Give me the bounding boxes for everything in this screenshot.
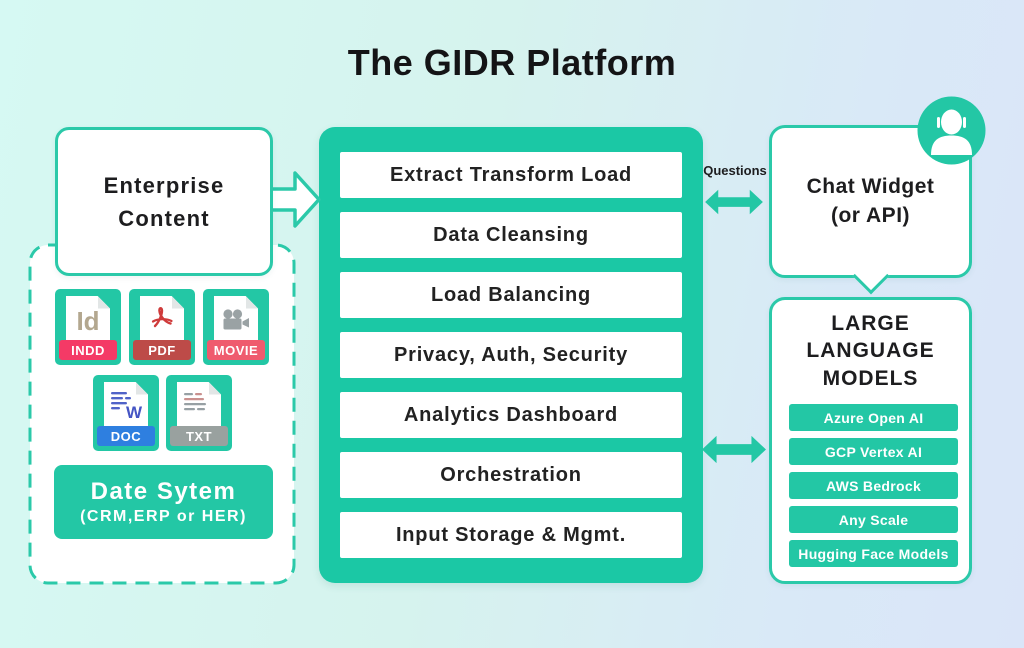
person-icon [917,96,986,165]
llm-model-anyscale: Any Scale [789,506,958,533]
llm-title: LARGE LANGUAGE MODELS [806,312,935,390]
speech-bubble-tail [852,257,889,295]
document-shape: Id [66,296,110,348]
pipeline-step-orchestration: Orchestration [340,452,682,498]
llm-box: LARGE LANGUAGE MODELS Azure Open AI GCP … [769,297,972,584]
file-label-badge: INDD [59,340,117,360]
enterprise-content-box: Enterprise Content [55,127,273,276]
gidr-pipeline-panel: Extract Transform Load Data Cleansing Lo… [319,127,703,583]
llm-model-huggingface: Hugging Face Models [789,540,958,567]
movie-camera-icon [223,309,249,330]
questions-label: Questions [703,163,767,178]
file-label-badge: MOVIE [207,340,265,360]
data-system-box: Date Sytem (CRM,ERP or HER) [54,465,273,539]
file-tile-movie: MOVIE [203,289,269,365]
document-shape: W [104,382,148,434]
word-doc-icon: W [111,392,143,421]
llm-model-aws: AWS Bedrock [789,472,958,499]
pipeline-step-input-storage: Input Storage & Mgmt. [340,512,682,558]
llm-model-list: Azure Open AI GCP Vertex AI AWS Bedrock … [789,404,958,567]
file-tile-indd: Id INDD [55,289,121,365]
file-tile-doc: W DOC [93,375,159,451]
pipeline-step-analytics-dashboard: Analytics Dashboard [340,392,682,438]
chat-widget-line2: (or API) [830,203,911,227]
file-label-badge: PDF [133,340,191,360]
data-system-title: Date Sytem [90,478,237,505]
file-label-badge: DOC [97,426,155,446]
pdf-file-icon [151,307,173,328]
pipeline-chat-bidirectional-arrow-icon [705,189,763,215]
indesign-file-icon: Id [76,306,100,336]
pipeline-step-data-cleansing: Data Cleansing [340,212,682,258]
user-avatar [917,96,986,165]
llm-model-azure: Azure Open AI [789,404,958,431]
file-tile-txt: TXT [166,375,232,451]
chat-widget-line1: Chat Widget [806,175,935,199]
file-label-badge: TXT [170,426,228,446]
page-title: The GIDR Platform [347,42,677,83]
enterprise-content-line1: Enterprise [103,172,225,198]
llm-model-gcp: GCP Vertex AI [789,438,958,465]
text-file-icon [184,393,206,411]
pipeline-step-etl: Extract Transform Load [340,152,682,198]
svg-text:W: W [126,403,143,421]
data-system-subtitle: (CRM,ERP or HER) [80,508,247,525]
enterprise-content-line2: Content [118,205,210,231]
pipeline-llm-bidirectional-arrow-icon [702,435,766,464]
file-tile-pdf: PDF [129,289,195,365]
pipeline-step-load-balancing: Load Balancing [340,272,682,318]
pipeline-step-privacy-auth-security: Privacy, Auth, Security [340,332,682,378]
